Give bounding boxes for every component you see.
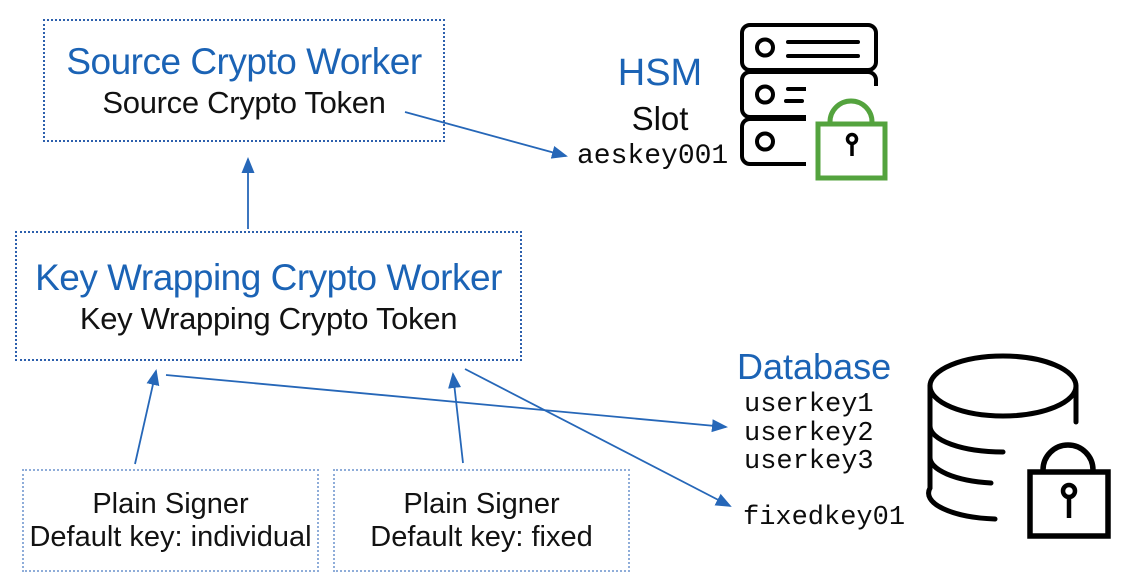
plain-signer-fixed-box: Plain Signer Default key: fixed (333, 469, 630, 572)
padlock-icon-green (806, 86, 912, 182)
database-key-fixedkey01: fixedkey01 (743, 503, 906, 533)
plain-signer-individual-box: Plain Signer Default key: individual (22, 469, 319, 572)
database-cylinder-icon (926, 353, 1079, 522)
database-label: Database (737, 346, 892, 387)
hsm-key-name: aeskey001 (577, 141, 729, 172)
source-crypto-worker-title: Source Crypto Worker (66, 41, 422, 82)
hsm-slot-label: Slot (631, 100, 689, 137)
arrow-signer-fixed-to-keywrapping (448, 372, 464, 464)
source-crypto-worker-box: Source Crypto Worker Source Crypto Token (43, 19, 445, 142)
database-user-keys: userkey1 userkey2 userkey3 (744, 391, 874, 477)
key-wrapping-crypto-worker-title: Key Wrapping Crypto Worker (35, 256, 502, 298)
plain-signer-fixed-title: Plain Signer (403, 487, 560, 520)
arrow-keywrapping-to-userkeys (165, 374, 728, 433)
key-wrapping-crypto-token-label: Key Wrapping Crypto Token (79, 300, 458, 336)
database-key-userkey2: userkey2 (744, 418, 874, 449)
plain-signer-fixed-defaultkey: Default key: fixed (370, 520, 593, 553)
database-key-userkey1: userkey1 (744, 390, 874, 420)
hsm-label: HSM (617, 52, 703, 94)
padlock-icon-black (1020, 434, 1126, 544)
database-key-userkey3: userkey3 (744, 447, 874, 477)
arrow-signer-individual-to-keywrapping (134, 369, 160, 465)
plain-signer-individual-title: Plain Signer (92, 487, 249, 520)
key-wrapping-crypto-worker-box: Key Wrapping Crypto Worker Key Wrapping … (15, 231, 522, 361)
source-crypto-token-label: Source Crypto Token (102, 85, 386, 120)
plain-signer-individual-defaultkey: Default key: individual (29, 520, 312, 553)
